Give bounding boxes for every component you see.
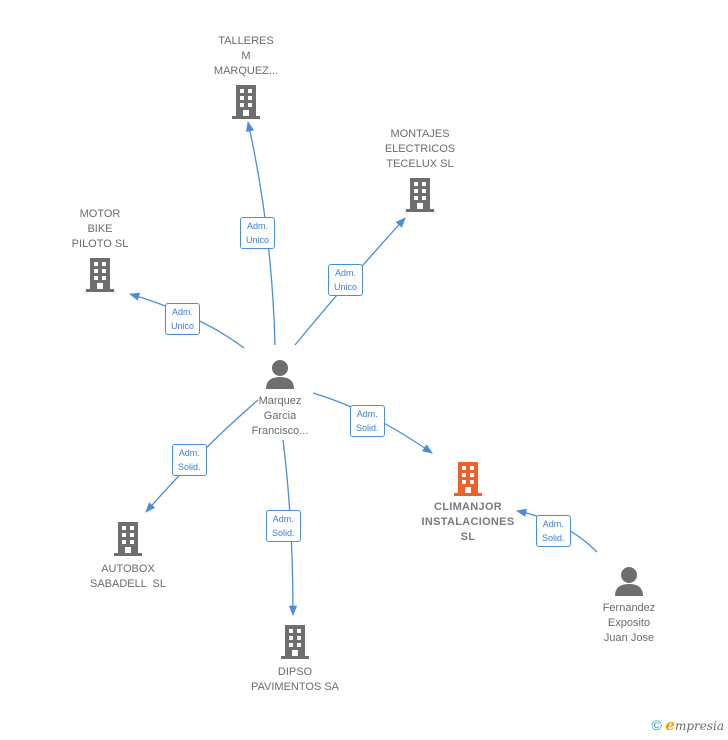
- edge-label-motor[interactable]: Adm. Unico: [165, 303, 201, 335]
- edge-label-climanjor[interactable]: Adm. Solid.: [350, 405, 385, 437]
- node-montajes[interactable]: MONTAJES ELECTRICOS TECELUX SL: [370, 127, 470, 214]
- copyright-brand: © empresia: [651, 716, 724, 734]
- node-label: MONTAJES ELECTRICOS TECELUX SL: [384, 128, 456, 170]
- copyright-icon: ©: [651, 717, 662, 733]
- node-label: TALLERES M MARQUEZ...: [213, 35, 279, 77]
- edge-label-autobox[interactable]: Adm. Solid.: [172, 444, 207, 476]
- node-autobox[interactable]: AUTOBOX SABADELL SL: [76, 520, 180, 592]
- node-fernandez[interactable]: Fernandez Exposito Juan Jose: [579, 565, 679, 646]
- edge-label-dipso[interactable]: Adm. Solid.: [266, 510, 301, 542]
- node-talleres[interactable]: TALLERES M MARQUEZ...: [196, 34, 296, 121]
- node-label: Fernandez Exposito Juan Jose: [602, 602, 656, 644]
- node-label: DIPSO PAVIMENTOS SA: [250, 666, 340, 693]
- node-marquez[interactable]: Marquez Garcia Francisco...: [230, 358, 330, 439]
- building-icon: [454, 462, 482, 496]
- node-label: CLIMANJOR INSTALACIONES SL: [421, 501, 515, 543]
- building-icon: [406, 178, 434, 212]
- building-icon: [281, 625, 309, 659]
- person-icon: [615, 567, 643, 596]
- node-label: MOTOR BIKE PILOTO SL: [71, 208, 129, 250]
- node-motor[interactable]: MOTOR BIKE PILOTO SL: [50, 207, 150, 294]
- building-icon: [86, 258, 114, 292]
- building-icon: [114, 522, 142, 556]
- node-climanjor[interactable]: CLIMANJOR INSTALACIONES SL: [408, 460, 528, 545]
- node-label: AUTOBOX SABADELL SL: [89, 563, 167, 590]
- brand-logo: empresia: [665, 716, 724, 734]
- edge-label-talleres[interactable]: Adm. Unico: [240, 217, 276, 249]
- edge-label-fernandez[interactable]: Adm. Solid.: [536, 515, 571, 547]
- node-dipso[interactable]: DIPSO PAVIMENTOS SA: [240, 623, 350, 695]
- edge-label-montajes[interactable]: Adm. Unico: [328, 264, 364, 296]
- node-label: Marquez Garcia Francisco...: [251, 395, 309, 437]
- building-icon: [232, 85, 260, 119]
- person-icon: [266, 360, 294, 389]
